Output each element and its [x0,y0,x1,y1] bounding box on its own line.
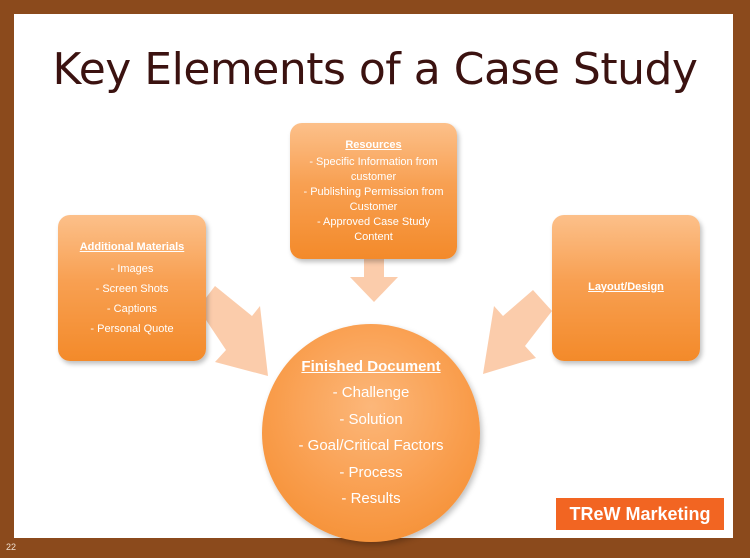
additional-materials-item: - Captions [106,303,158,315]
finished-document-heading: Finished Document [301,357,441,375]
resources-item: - Specific Information from customer [309,155,438,183]
resources-box: Resources - Specific Information from cu… [290,123,457,259]
resources-item: - Approved Case Study Content [316,215,431,243]
finished-document-item: - Challenge [332,384,410,401]
layout-design-box: Layout/Design [552,215,700,361]
finished-document-item: - Process [339,463,403,481]
finished-document-item: - Results [341,490,401,507]
additional-materials-heading: Additional Materials [79,241,185,253]
slide-title: Key Elements of a Case Study [52,44,698,95]
finished-document-circle: Finished Document - Challenge - Solution… [262,324,480,542]
additional-materials-box: Additional Materials - Images - Screen S… [58,215,206,361]
resources-item: - Publishing Permission from Customer [303,185,444,213]
finished-document-item: - Goal/Critical Factors [298,437,444,454]
additional-materials-item: - Screen Shots [95,283,169,295]
additional-materials-item: - Personal Quote [90,323,174,335]
layout-design-heading: Layout/Design [588,280,664,293]
trew-marketing-logo: TReW Marketing [556,498,724,530]
additional-materials-item: - Images [110,263,154,275]
page-number: 22 [6,542,17,552]
resources-heading: Resources [345,138,402,151]
finished-document-item: - Solution [339,410,403,428]
